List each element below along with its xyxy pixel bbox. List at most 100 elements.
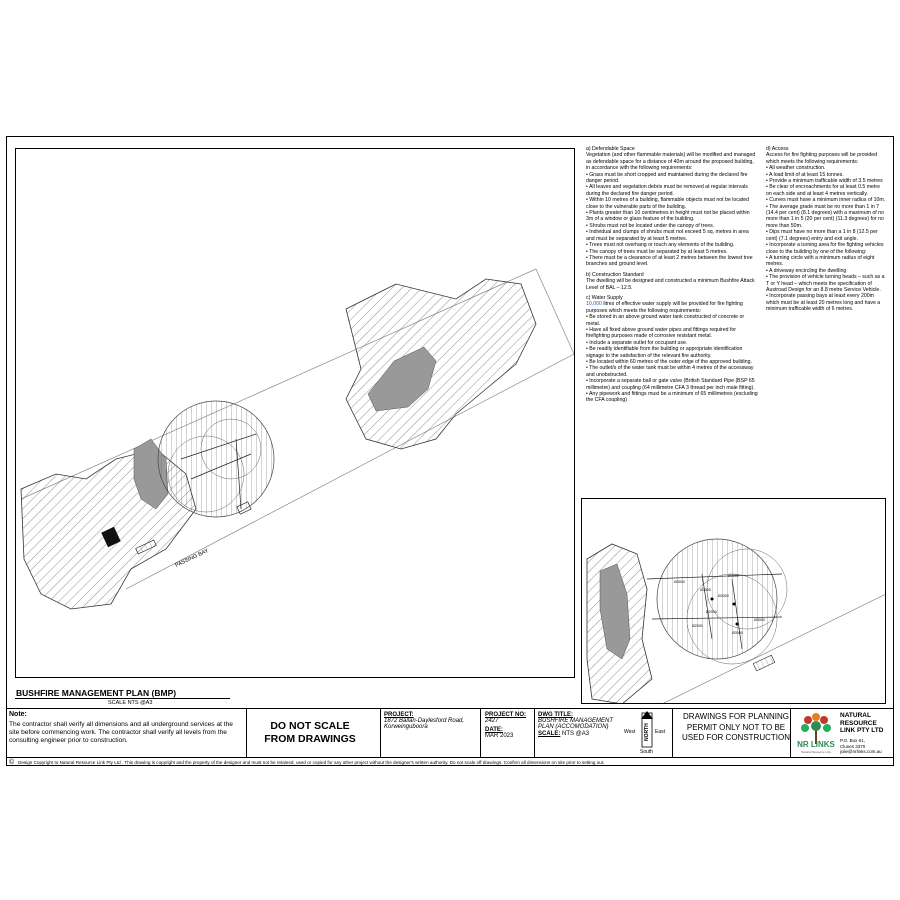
tree-canopy-east	[367, 346, 437, 412]
detail-defendable-circle-1	[656, 538, 778, 660]
note-label: Note:	[9, 711, 27, 718]
note-line: • There must be a clearance of at least …	[586, 254, 753, 268]
note-line: • Incorporate passing bays at least ever…	[766, 293, 881, 313]
project-value: 1872 Ballan-Daylesford Road, Korweingubo…	[384, 718, 465, 730]
driveway-line-2	[190, 453, 252, 480]
defendable-space-circle-1	[157, 400, 275, 518]
driveway-line-1	[180, 433, 257, 460]
dwg-title-label: DWG TITLE:	[538, 712, 573, 718]
note-line: • Incorporate a separate ball or gate va…	[586, 378, 755, 391]
company-name-2: RESOURCE	[840, 719, 877, 727]
notes-column-2: d) Access Access for fire fighting purpo…	[766, 146, 886, 313]
project-no-value: 2427	[485, 718, 499, 724]
date-value: MAR 2023	[485, 733, 514, 739]
south-label: South	[640, 749, 653, 755]
plan-scale: SCALE NTS @A3	[108, 700, 153, 706]
note-access-intro: Access for fire fighting purposes will b…	[766, 152, 878, 165]
note-line: • Trees must not overhang or touch any e…	[586, 242, 735, 249]
copyright-icon: ©	[9, 759, 15, 766]
note-line: • Within 10 metres of a building, flamma…	[586, 197, 749, 210]
logo-subtext: Natural Resource Link	[801, 750, 831, 754]
defendable-space-circle-2	[167, 435, 245, 513]
title-block-divider	[380, 708, 381, 758]
note-line: • Provide a minimum trafficable width of…	[766, 178, 883, 185]
note-line: • Shrubs must not be located under the c…	[586, 222, 715, 229]
north-arrow: NORTH West East South	[624, 711, 670, 755]
note-line: • The average grade must be no more than…	[766, 203, 884, 229]
company-name: NATURAL RESOURCE LINK PTY LTD	[840, 712, 883, 735]
defendable-space-circle-3	[200, 418, 262, 480]
detail-plan-drawing: Ø3000 Ø3000 Ø3000 Ø3000 Ø2000 Ø3000 Ø300…	[586, 538, 885, 703]
property-boundary-south	[125, 353, 574, 590]
vegetation-zone-east	[345, 278, 537, 450]
dwg-title-cell: DWG TITLE: BUSHFIRE MANAGEMENT PLAN (ACC…	[538, 712, 618, 737]
detail-boundary	[663, 594, 885, 703]
title-block-divider	[672, 708, 673, 758]
detail-label: Ø3000	[732, 631, 743, 635]
note-line: • Have all fixed above ground water pipe…	[586, 326, 737, 340]
note-line: • Be clear of encroachments for at least…	[766, 184, 880, 197]
property-boundary-east	[535, 268, 574, 355]
detail-label: Ø2000	[706, 610, 717, 614]
company-name-1: NATURAL	[840, 712, 871, 719]
note-line: • Grass must be short cropped and mainta…	[586, 171, 748, 185]
title-block-divider	[534, 708, 535, 758]
note-heading-defendable-space: a) Defendable Space	[586, 146, 635, 152]
plan-title: BUSHFIRE MANAGEMENT PLAN (BMP)	[16, 688, 177, 698]
note-line: • Be stored in an above ground water tan…	[586, 314, 745, 327]
note-line: • Plants greater than 10 centimetres in …	[586, 210, 750, 223]
note-line: • The provision of vehicle turning heads…	[766, 274, 885, 293]
north-label: NORTH	[644, 723, 650, 741]
note-line: • A driveway encircling the dwelling	[766, 267, 847, 274]
title-block	[6, 708, 894, 766]
detail-passing-bay	[752, 654, 776, 672]
water-volume: 10,000	[586, 301, 602, 308]
east-label: East	[655, 729, 666, 735]
detail-driveway-4	[731, 578, 743, 650]
tree-logo-icon	[801, 713, 831, 744]
passing-bay-label: PASSING BAY	[174, 548, 210, 569]
note-line: • The canopy of trees must be separated …	[586, 248, 728, 255]
drawing-status: DRAWINGS FOR PLANNING PERMIT ONLY NOT TO…	[682, 712, 790, 742]
note-line: • The outlet/s of the water tank must be…	[586, 365, 754, 378]
note-line: • Include a separate outlet for occupant…	[586, 339, 688, 346]
note-line: • A turning circle with a minimum radius…	[766, 254, 875, 268]
note-line: • Individual and clumps of shrubs must n…	[586, 229, 749, 242]
note-defendable-intro: Vegetation (and other flammable material…	[586, 152, 756, 172]
detail-point-3	[710, 597, 714, 601]
detail-plan-viewport: Ø3000 Ø3000 Ø3000 Ø3000 Ø2000 Ø3000 Ø300…	[581, 498, 886, 704]
copyright-strip: © Design Copyright to Natural Resource L…	[6, 757, 894, 766]
detail-point-2	[735, 622, 739, 626]
note-line: • Be readily identifiable from the build…	[586, 346, 743, 359]
detail-label: Ø3000	[700, 588, 711, 592]
title-block-divider	[480, 708, 481, 758]
north-arrow-icon: NORTH West East South	[624, 711, 666, 755]
detail-tree-canopy	[599, 563, 631, 660]
detail-label: Ø3000	[674, 580, 685, 584]
title-block-divider	[790, 708, 791, 758]
note-line: • Be located within 60 metres of the out…	[586, 359, 752, 365]
note-line: • Any pipework and fittings must be a mi…	[586, 391, 758, 404]
note-line: • All weather construction.	[766, 165, 826, 172]
title-block-divider	[246, 708, 247, 758]
site-plan-drawing: PASSING BAY	[20, 268, 574, 610]
note-heading-access: d) Access	[766, 146, 789, 152]
notes-column-1: a) Defendable Space Vegetation (and othe…	[586, 146, 758, 404]
plan-title-underline	[15, 698, 230, 699]
note-heading-water-supply: c) Water Supply	[586, 294, 623, 301]
note-water-intro: 10,000 litres of effective water supply …	[586, 301, 758, 314]
company-email: julie@nrlinks.com.au	[840, 749, 882, 754]
note-heading-construction: b) Construction Standard	[586, 271, 644, 278]
note-line: • Curves must have a minimum inner radiu…	[766, 197, 886, 204]
project-cell: PROJECT: 1872 Ballan-Daylesford Road, Ko…	[384, 712, 478, 730]
detail-label: Ø3000	[718, 594, 729, 598]
note-construction-text: The dwelling will be designed and constr…	[586, 278, 755, 291]
note-line: • Incorporate a turning area for fire fi…	[766, 242, 884, 255]
site-plan-viewport: PASSING BAY	[15, 148, 575, 678]
project-no-cell: PROJECT NO: 2427 DATE: MAR 2023	[485, 712, 533, 739]
address-line-2: Clunes 3370	[840, 743, 866, 749]
detail-driveway-2	[651, 616, 783, 620]
water-intro-text: litres of effective water supply will be…	[586, 301, 743, 314]
dwg-scale: SCALE: NTS @A3	[538, 731, 618, 737]
detail-diameter-labels: Ø3000 Ø3000 Ø3000 Ø3000 Ø2000 Ø3000 Ø300…	[674, 574, 765, 635]
